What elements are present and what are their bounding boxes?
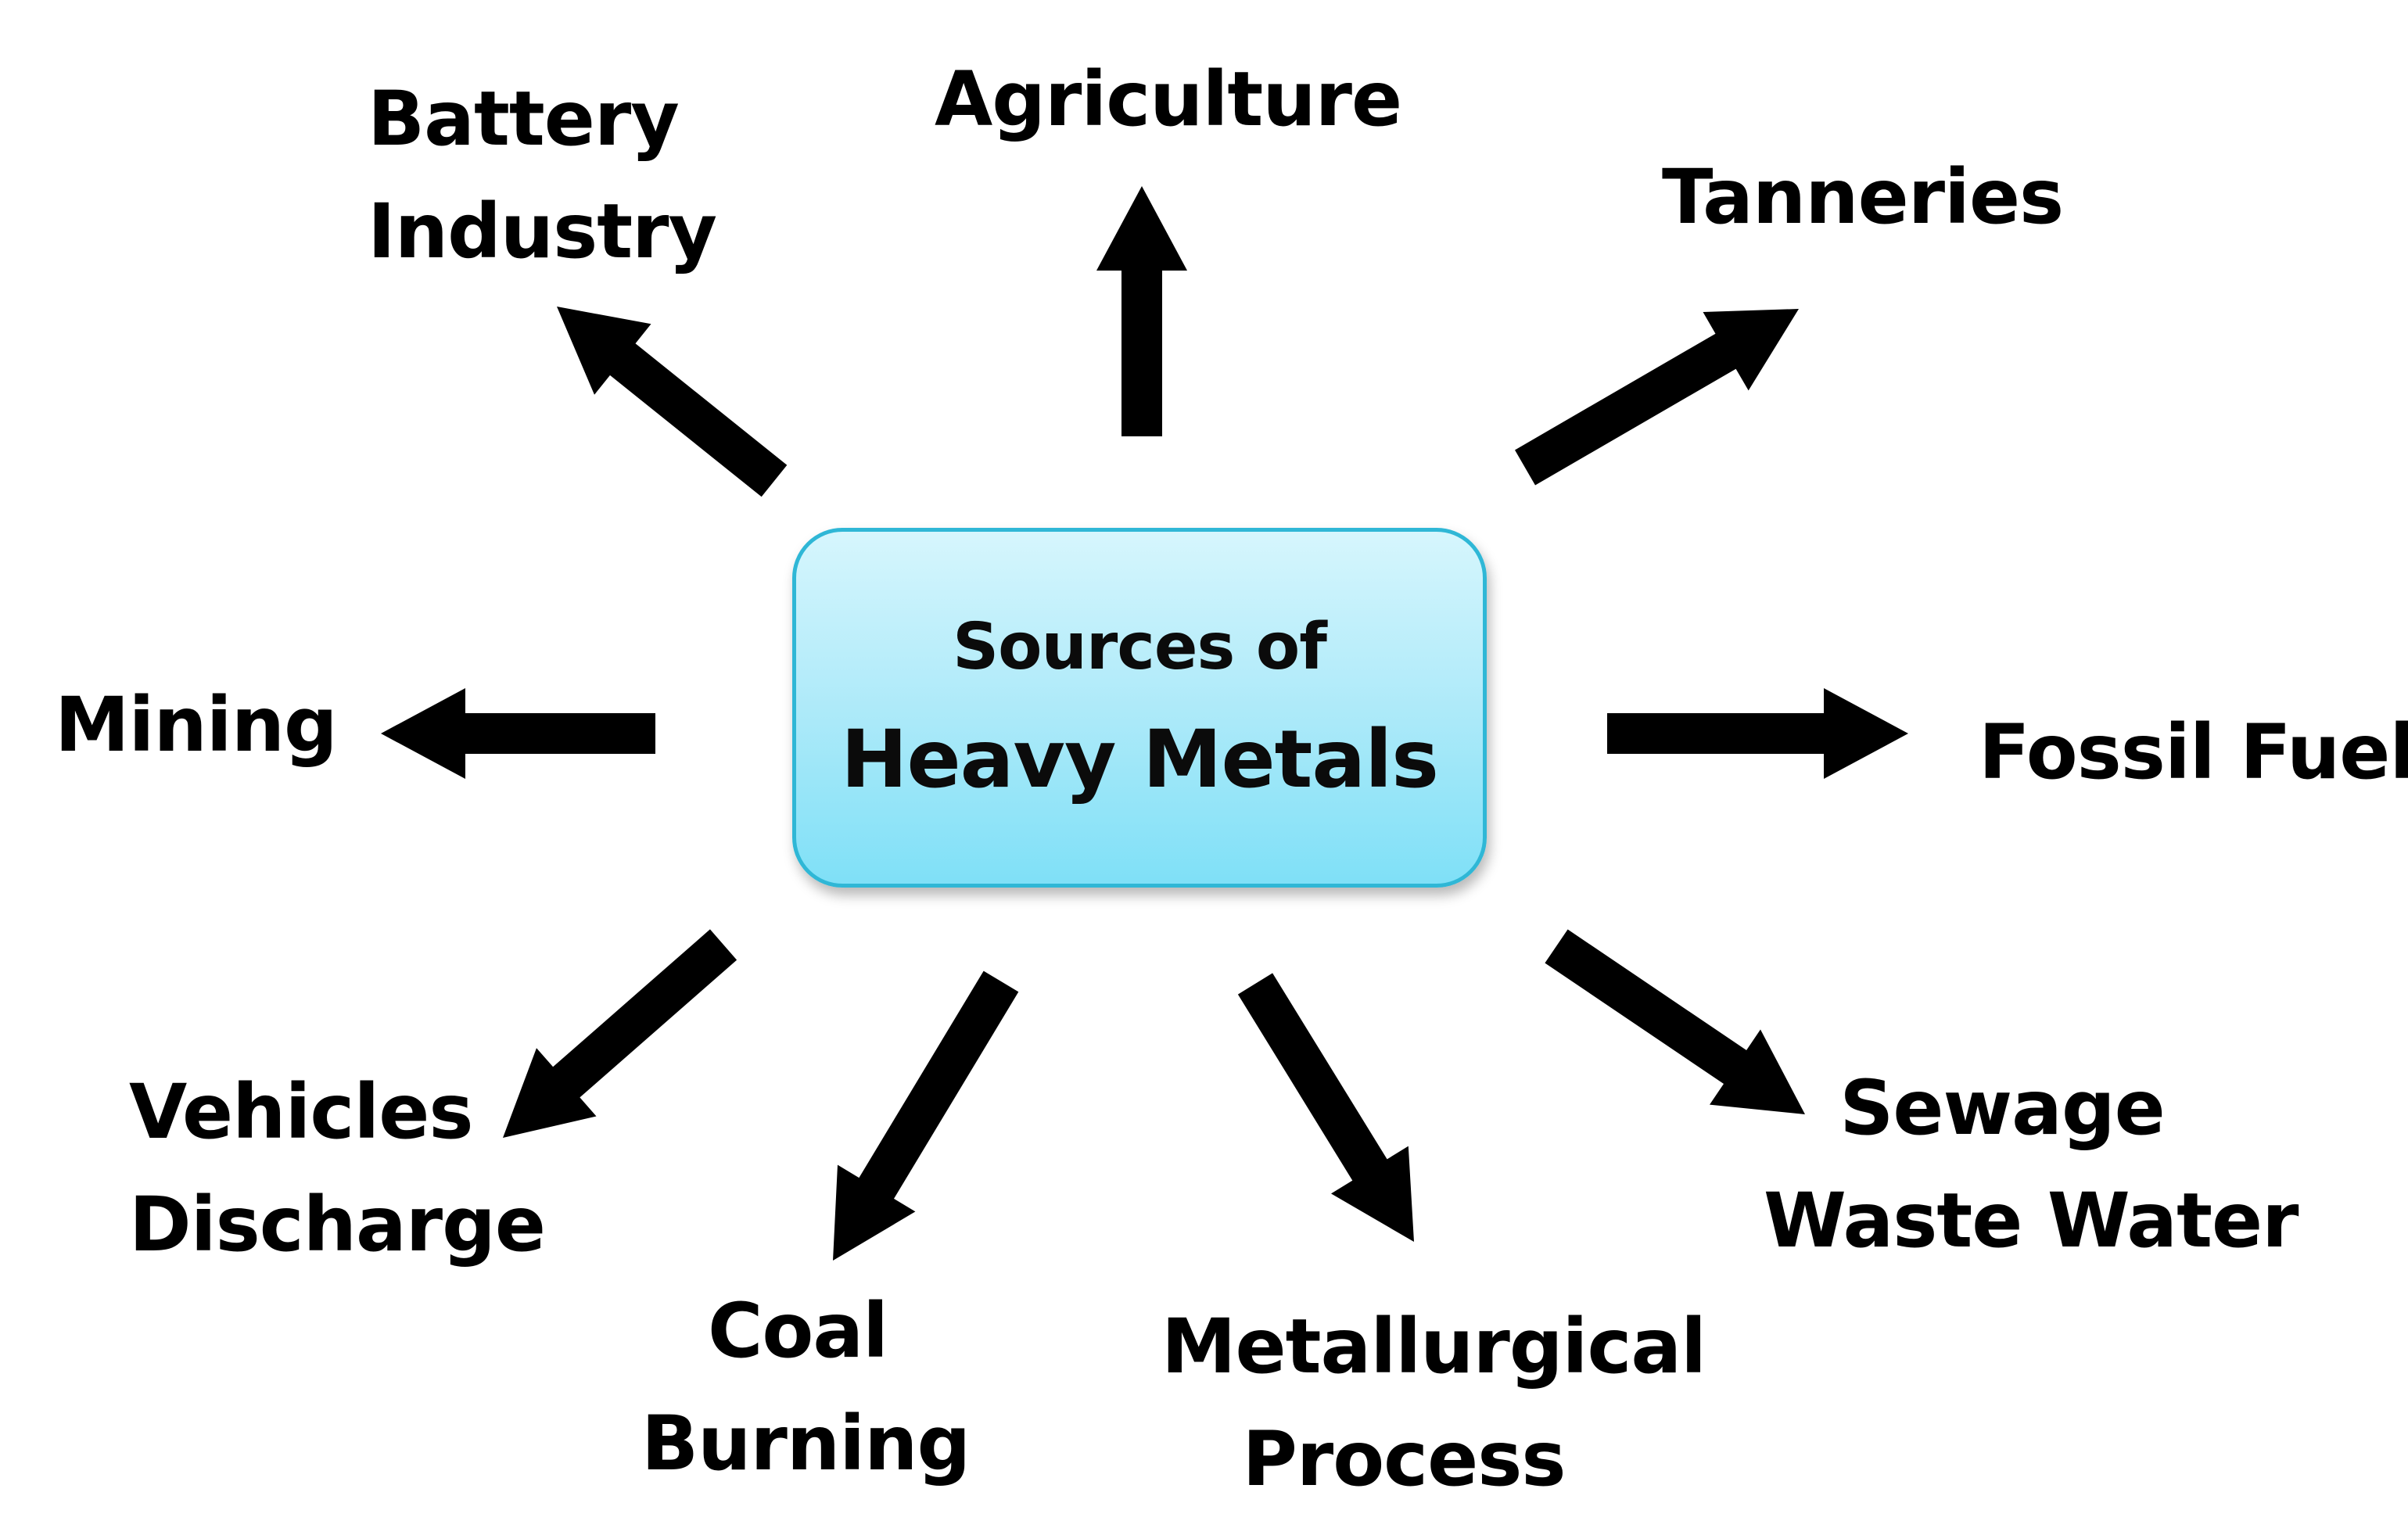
label-agriculture-line1: Agriculture	[935, 56, 1402, 143]
label-mining-line1: Mining	[55, 681, 338, 769]
label-tanneries-line1: Tanneries	[1662, 153, 2064, 241]
arrow-to-metallurgical-process	[1237, 973, 1414, 1242]
center-node: Sources of Heavy Metals	[792, 528, 1487, 888]
label-vehicles-discharge-line1: Vehicles	[129, 1068, 473, 1156]
label-metallurgical-process-line1: Metallurgical	[1161, 1303, 1706, 1390]
label-coal-burning-line2: Burning	[641, 1400, 971, 1487]
label-battery-industry-line1: Battery	[368, 75, 680, 163]
arrow-to-sewage-waste-water	[1545, 929, 1805, 1114]
label-metallurgical-process: Metallurgical Process	[1161, 1290, 1706, 1515]
label-agriculture: Agriculture	[935, 43, 1402, 156]
arrow-to-mining	[381, 688, 655, 779]
label-sewage-waste-water: Sewage Waste Water	[1764, 1052, 2299, 1277]
label-sewage-waste-water-line2: Waste Water	[1764, 1177, 2299, 1264]
label-vehicles-discharge: Vehicles Discharge	[129, 1056, 546, 1281]
label-battery-industry: Battery Industry	[368, 63, 717, 288]
arrow-to-fossil-fuel	[1607, 688, 1908, 779]
label-vehicles-discharge-line2: Discharge	[129, 1181, 546, 1268]
label-tanneries: Tanneries	[1662, 141, 2064, 253]
center-title-line2: Heavy Metals	[841, 713, 1439, 806]
label-battery-industry-line2: Industry	[368, 188, 717, 275]
label-sewage-waste-water-line1: Sewage	[1839, 1064, 2166, 1152]
arrow-to-agriculture	[1096, 186, 1187, 436]
label-fossil-fuel: Fossil Fuel	[1979, 696, 2408, 809]
arrow-to-vehicles-discharge	[503, 929, 737, 1138]
label-coal-burning-line1: Coal	[707, 1287, 888, 1375]
label-mining: Mining	[55, 669, 338, 781]
label-coal-burning: Coal Burning	[641, 1275, 971, 1500]
arrow-to-battery-industry	[557, 307, 788, 497]
label-metallurgical-process-line2: Process	[1242, 1415, 1566, 1503]
label-fossil-fuel-line1: Fossil Fuel	[1979, 708, 2408, 796]
arrow-to-coal-burning	[833, 970, 1019, 1261]
arrow-to-tanneries	[1515, 309, 1799, 486]
center-title-line1: Sources of	[953, 610, 1327, 684]
